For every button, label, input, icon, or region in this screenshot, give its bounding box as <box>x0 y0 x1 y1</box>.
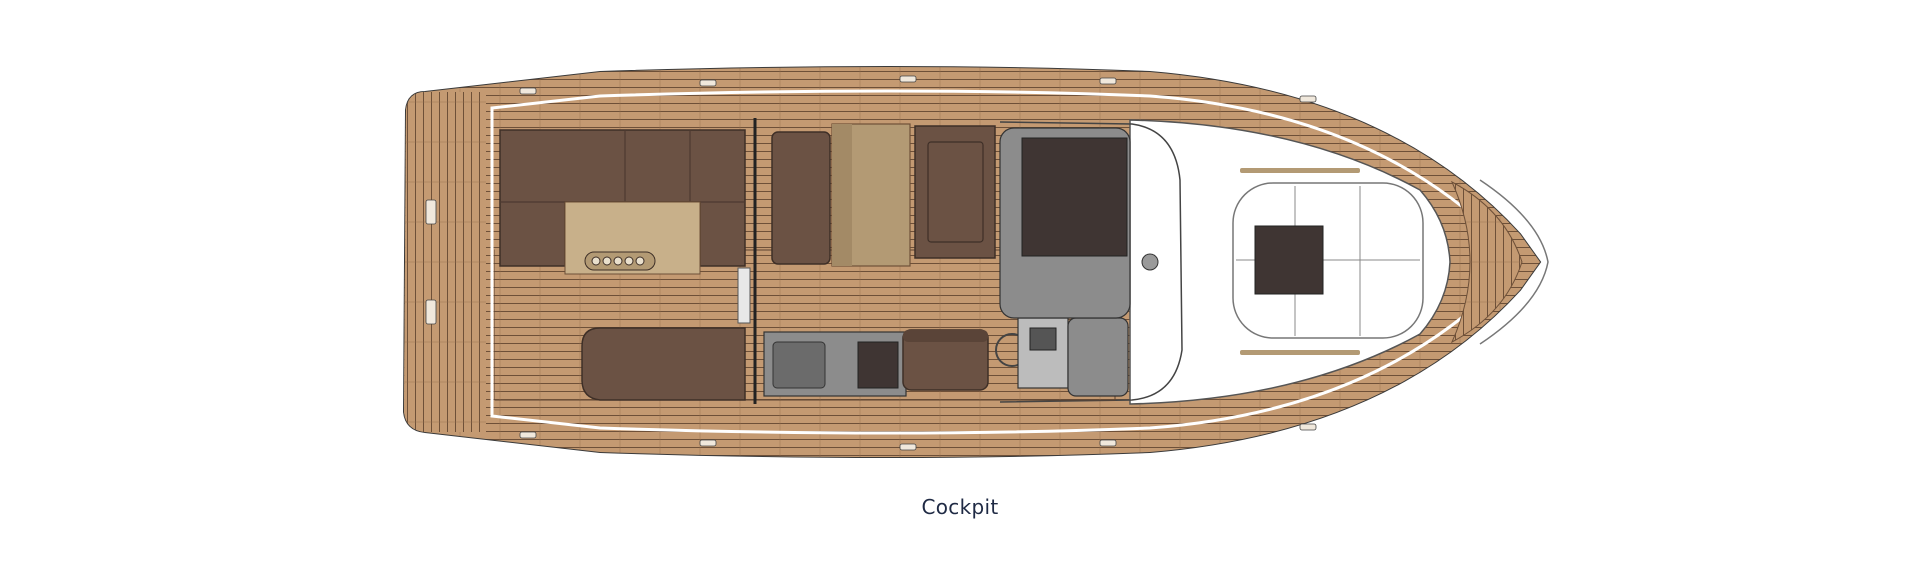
foredeck-rail-top <box>1240 168 1360 173</box>
mid-bench-right-inner <box>927 141 984 243</box>
bow-teak <box>1450 180 1523 344</box>
helm-seat-back <box>903 330 988 342</box>
plan-caption: Cockpit <box>921 495 999 519</box>
deck-hardware <box>425 75 1317 451</box>
forward-hatch <box>1254 225 1324 295</box>
mid-bench-tan-inner <box>832 124 852 266</box>
settee-seams <box>500 130 745 203</box>
console-drain <box>1141 253 1159 271</box>
step-ladder <box>737 267 751 324</box>
mid-bench-left <box>771 131 831 265</box>
engine-hatch <box>1021 137 1128 257</box>
bow-rail <box>1479 179 1549 345</box>
boat-deck-plan <box>402 66 1549 458</box>
windscreen-frame <box>999 121 1183 403</box>
foredeck-rail-bottom <box>1240 350 1360 355</box>
fridge <box>857 341 899 389</box>
aft-lower-lounge <box>581 327 746 401</box>
helm-console <box>1067 317 1129 397</box>
helm-display <box>1029 327 1057 351</box>
sink <box>772 341 826 389</box>
cup-holder-circles <box>591 256 645 266</box>
swim-platform-teak <box>404 92 486 432</box>
